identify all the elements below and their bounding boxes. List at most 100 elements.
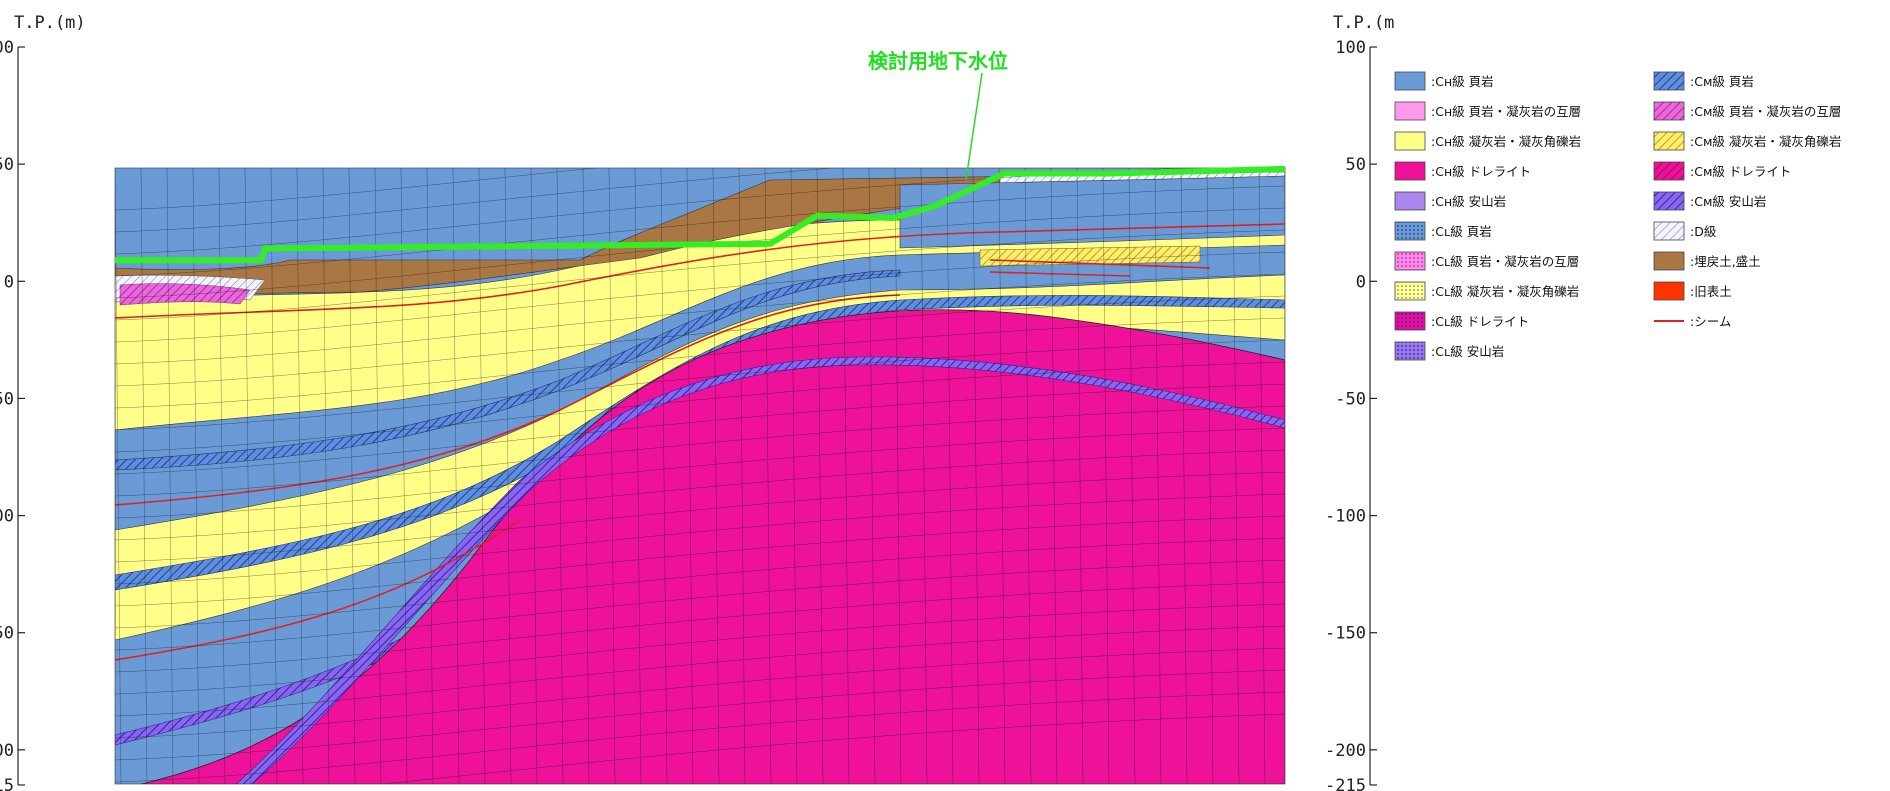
legend-label: :Cᴍ級 凝灰岩・凝灰角礫岩	[1690, 134, 1841, 149]
mesh-line-vertical	[1206, 168, 1214, 784]
legend-label: :D級	[1690, 224, 1717, 239]
mesh-line-horizontal	[115, 581, 1285, 673]
mesh-line-vertical	[582, 168, 590, 784]
legend-swatch	[1394, 101, 1426, 121]
left-tick-label: -215	[0, 776, 14, 791]
mesh-line-vertical	[868, 168, 876, 784]
mesh-line-vertical	[296, 168, 304, 784]
mesh-line-vertical	[634, 168, 642, 784]
legend-swatch	[1653, 71, 1685, 91]
legend-label: :Cʟ級 頁岩・凝灰岩の互層	[1431, 254, 1579, 269]
mesh-line-horizontal	[115, 427, 1285, 519]
mesh-line-vertical	[400, 168, 408, 784]
mesh-line-horizontal	[115, 471, 1285, 563]
legend-label: :埋戻土,盛土	[1690, 254, 1761, 269]
mesh-line-vertical	[972, 168, 980, 784]
left-tick-label: 50	[0, 155, 14, 175]
legend-swatch	[1394, 311, 1426, 331]
layer-pink-lens	[119, 283, 251, 306]
legend-label: :Cʟ級 ドレライト	[1431, 314, 1529, 329]
mesh-line-vertical	[946, 168, 954, 784]
mesh-line-vertical	[426, 168, 434, 784]
mesh-line-vertical	[894, 168, 902, 784]
seam-lines	[115, 223, 1285, 661]
groundwater-leader-line	[965, 72, 983, 181]
legend-swatch	[1394, 221, 1426, 241]
mesh-line-horizontal	[115, 383, 1285, 475]
right-axis-title: T.P.(m	[1333, 13, 1394, 33]
mesh-line-vertical	[1284, 168, 1285, 194]
left-tick-label: 100	[0, 38, 14, 58]
legend-swatch	[1653, 131, 1685, 151]
mesh-line-horizontal	[115, 207, 1285, 299]
mesh-line-vertical	[244, 168, 252, 784]
legend-swatch	[1653, 221, 1685, 241]
right-tick-label: -100	[1325, 507, 1366, 527]
left-tick-label: -150	[0, 624, 14, 644]
legend-swatch	[1653, 191, 1685, 211]
mesh-line-vertical	[374, 168, 382, 784]
left-tick-label: -100	[0, 507, 14, 527]
legend-label: :旧表土	[1690, 284, 1732, 299]
groundwater-label: 検討用地下水位	[868, 49, 1008, 73]
legend-swatch	[1394, 71, 1426, 91]
layer-shale-band-1	[115, 244, 1285, 531]
mesh-line-horizontal	[115, 168, 598, 211]
legend-label: :Cʜ級 頁岩・凝灰岩の互層	[1431, 104, 1581, 119]
legend-swatch	[1394, 341, 1426, 361]
mesh-line-horizontal	[115, 515, 1285, 607]
mesh-line-vertical	[556, 168, 564, 784]
layer-dolerite-hatch	[236, 356, 1285, 784]
mesh-line-vertical	[270, 168, 278, 784]
mesh-line-vertical	[348, 168, 356, 784]
legend-swatch	[1653, 101, 1685, 121]
mesh-line-horizontal	[115, 251, 1285, 343]
mesh-line-horizontal	[115, 339, 1285, 431]
mesh-line-vertical	[1050, 168, 1058, 784]
legend-label: :Cᴍ級 頁岩	[1690, 74, 1754, 89]
legend-swatch	[1394, 131, 1426, 151]
left-tick-label: 0	[4, 272, 14, 292]
left-tick-label: -200	[0, 741, 14, 761]
legend-swatch	[1394, 161, 1426, 181]
legend-label: :Cʜ級 凝灰岩・凝灰角礫岩	[1431, 134, 1581, 149]
right-tick-label: -215	[1325, 776, 1366, 791]
mesh-line-vertical	[115, 168, 122, 784]
mesh-line-vertical	[166, 168, 174, 784]
mesh-line-horizontal	[115, 361, 1285, 453]
right-tick-label: -200	[1325, 741, 1366, 761]
mesh-line-vertical	[764, 168, 772, 784]
mesh-line-vertical	[1128, 168, 1136, 784]
layer-shale-upper-right	[899, 175, 1285, 249]
mesh-line-vertical	[218, 168, 226, 784]
mesh-line-horizontal	[115, 691, 1285, 783]
mesh-line-vertical	[686, 168, 694, 784]
mesh-line-vertical	[660, 168, 668, 784]
mesh-line-vertical	[478, 168, 486, 784]
legend-label: :Cʜ級 頁岩	[1431, 74, 1494, 89]
mesh-line-vertical	[608, 168, 616, 784]
mesh-line-vertical	[1102, 168, 1110, 784]
mesh-line-horizontal	[115, 537, 1285, 629]
legend-label: :Cʜ級 ドレライト	[1431, 164, 1531, 179]
right-tick-label: -150	[1325, 624, 1366, 644]
layer-hatch-blue-2	[115, 269, 901, 471]
mesh-line-horizontal	[115, 625, 1285, 717]
mesh-line-vertical	[1076, 168, 1084, 784]
mesh-line-vertical	[192, 168, 200, 784]
mesh-line-vertical	[322, 168, 330, 784]
legend-label: :Cʟ級 安山岩	[1431, 344, 1504, 359]
mesh-line-vertical	[140, 168, 148, 784]
legend-label: :シーム	[1690, 314, 1731, 329]
legend: :Cʜ級 頁岩 :Cʜ級 頁岩・凝灰岩の互層 :Cʜ級 凝灰岩・凝灰角礫岩 :Cʜ級 …	[1394, 71, 1841, 361]
mesh-line-horizontal	[115, 603, 1285, 695]
legend-swatch	[1653, 161, 1685, 181]
mesh-line-vertical	[1258, 168, 1266, 784]
mesh-line-vertical	[1024, 168, 1032, 784]
mesh-line-vertical	[530, 168, 538, 784]
